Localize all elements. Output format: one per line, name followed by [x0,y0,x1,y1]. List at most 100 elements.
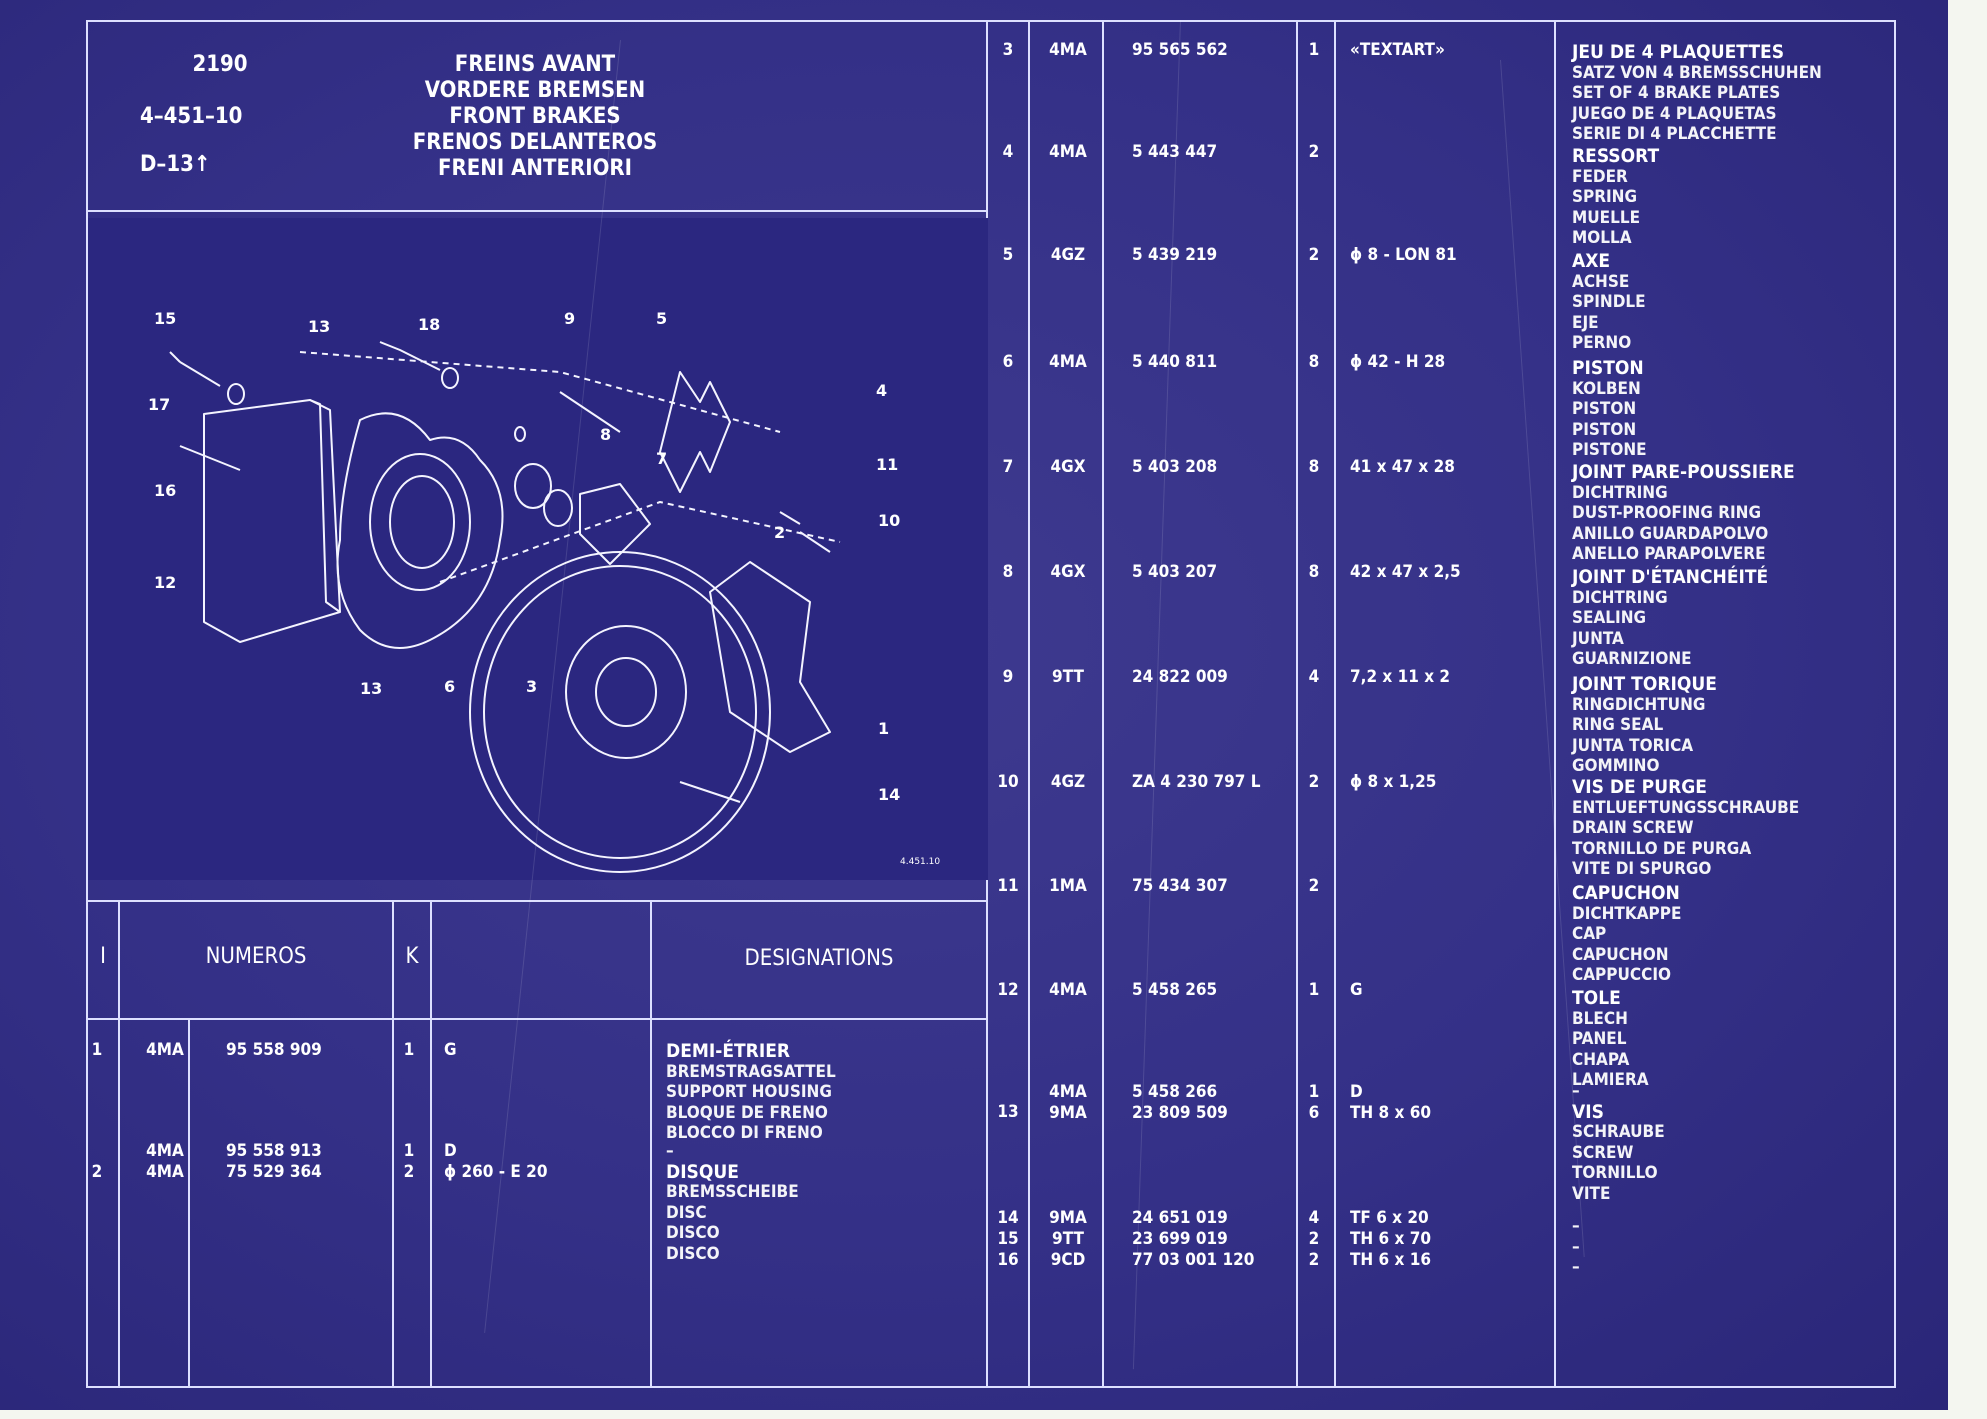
right-row-12-index: 12 [997,980,1019,1000]
callout-13: 13 [308,317,330,336]
right-row-9-spec: 7,2 x 11 x 2 [1350,667,1451,687]
callout-16: 16 [154,481,176,500]
right-row-9-index: 9 [1002,667,1014,687]
row-2-spec: D ϕ 260 - E 20 [444,1141,548,1182]
desc-line: CHAPA [1572,1049,1630,1070]
right-row-5-spec: ϕ 8 - LON 81 [1350,245,1457,265]
callout-7: 7 [656,449,667,468]
callout-4: 4 [876,381,887,400]
col-line [1296,20,1298,1386]
col-head-k: K [405,944,419,969]
desc-line: DICHTRING [1572,482,1668,503]
right-row-9-group: 9TT [1052,667,1084,687]
desc-line: CAP [1572,924,1607,944]
right-row-7-group: 4GX [1050,457,1086,477]
desc-line: MOLLA [1572,228,1632,248]
desc-line: SATZ VON 4 BREMSSCHUHEN [1572,62,1822,83]
callout-8: 8 [600,425,611,444]
right-row-8-number: 5 403 207 [1132,562,1218,582]
table-frame [86,20,1896,1388]
brake-exploded-diagram: 15 13 18 9 5 4 17 16 8 7 11 10 2 12 13 6… [148,309,940,873]
desc-line: EJE [1572,312,1599,333]
desc-line: TORNILLO [1572,1163,1658,1183]
desc-line: PERNO [1572,333,1632,353]
desc-line: – [666,1141,674,1161]
right-row-7-spec: 41 x 47 x 28 [1350,457,1455,477]
right-row-4-qty: 2 [1308,142,1320,162]
desc-line: JOINT TORIQUE [1572,673,1717,695]
right-row-12-number: 5 458 265 [1132,980,1218,1000]
brake-pad [579,483,651,565]
desc-line: GUARNIZIONE [1572,649,1692,669]
desc-line: DISCO [666,1223,720,1243]
diagram-corner-right: 4.451.10 [900,857,940,867]
row-2-group: 4MA 4MA [146,1141,184,1182]
desc-line: FEDER [1572,166,1628,187]
callout-1: 1 [878,719,889,738]
desc-line: VIS [1572,1100,1604,1123]
col-head-numeros: NUMEROS [205,944,307,969]
col-head-designations: DESIGNATIONS [744,946,894,971]
desc-line: JEU DE 4 PLAQUETTES [1572,41,1785,63]
desc-line: ANELLO PARAPOLVERE [1572,544,1766,564]
col-line [650,900,652,1386]
right-row-11-qty: 2 [1308,876,1320,896]
desc-line: JOINT PARE-POUSSIERE [1572,461,1795,483]
row-2-qty: 1 2 [403,1141,415,1182]
divider-header [86,210,988,212]
right-row-6-qty: 8 [1308,352,1320,372]
steering-knuckle [336,412,504,649]
desc-line: ENTLUEFTUNGSSCHRAUBE [1572,797,1800,818]
right-row-14-group: 9MA 9TT 9CD [1049,1208,1087,1270]
desc-line: PANEL [1572,1029,1627,1049]
desc-line: – [1572,1081,1580,1101]
right-row-3-group: 4MA [1049,40,1087,60]
desc-line: AXE [1572,250,1611,272]
desc-line: – [1572,1236,1580,1257]
desc-line: RINGDICHTUNG [1572,694,1706,715]
right-row-8-group: 4GX [1050,562,1086,582]
desc-line: SET OF 4 BRAKE PLATES [1572,83,1781,103]
col-line [1554,20,1556,1386]
right-row-10-qty: 2 [1308,772,1320,792]
desc-line: ACHSE [1572,271,1630,292]
col-line [430,900,432,1386]
callout-10: 10 [878,511,900,530]
desc-line: DICHTKAPPE [1572,903,1682,924]
desc-line: TOLE [1572,987,1621,1009]
right-row-7-qty: 8 [1308,457,1320,477]
desc-line: ANILLO GUARDAPOLVO [1572,523,1769,544]
desc-line: PISTON [1572,357,1644,379]
desc-line: TORNILLO DE PURGA [1572,838,1752,859]
desc-line: CAPUCHON [1572,882,1680,904]
right-row-11-index: 11 [997,876,1019,896]
desc-line: PISTON [1572,419,1637,440]
callout-5: 5 [656,309,667,328]
header-code: 2190 [192,52,248,77]
right-row-8-index: 8 [1002,562,1014,582]
desc-line: BREMSTRAGSATTEL [666,1061,836,1082]
right-row-3-index: 3 [1002,40,1014,60]
desc-line: DISCO [666,1243,720,1264]
microfiche-sheet: 2190 4–451–10 D–13↑ FREINS AVANT VORDERE… [0,0,1948,1410]
callout-3: 3 [526,677,537,696]
desc-line: SEALING [1572,608,1647,628]
right-row-8-qty: 8 [1308,562,1320,582]
right-row-14-spec: TF 6 x 20 TH 6 x 70 TH 6 x 16 [1350,1208,1431,1270]
desc-line: SCREW [1572,1142,1634,1163]
desc-line: CAPUCHON [1572,944,1669,965]
row-1-group: 4MA [146,1040,184,1060]
desc-line: PISTONE [1572,440,1647,460]
right-row-8-spec: 42 x 47 x 2,5 [1350,562,1461,582]
right-row-7-number: 5 403 208 [1132,457,1218,477]
desc-line: PISTON [1572,399,1637,419]
desc-line: BLECH [1572,1008,1628,1029]
desc-line: DRAIN SCREW [1572,818,1694,838]
